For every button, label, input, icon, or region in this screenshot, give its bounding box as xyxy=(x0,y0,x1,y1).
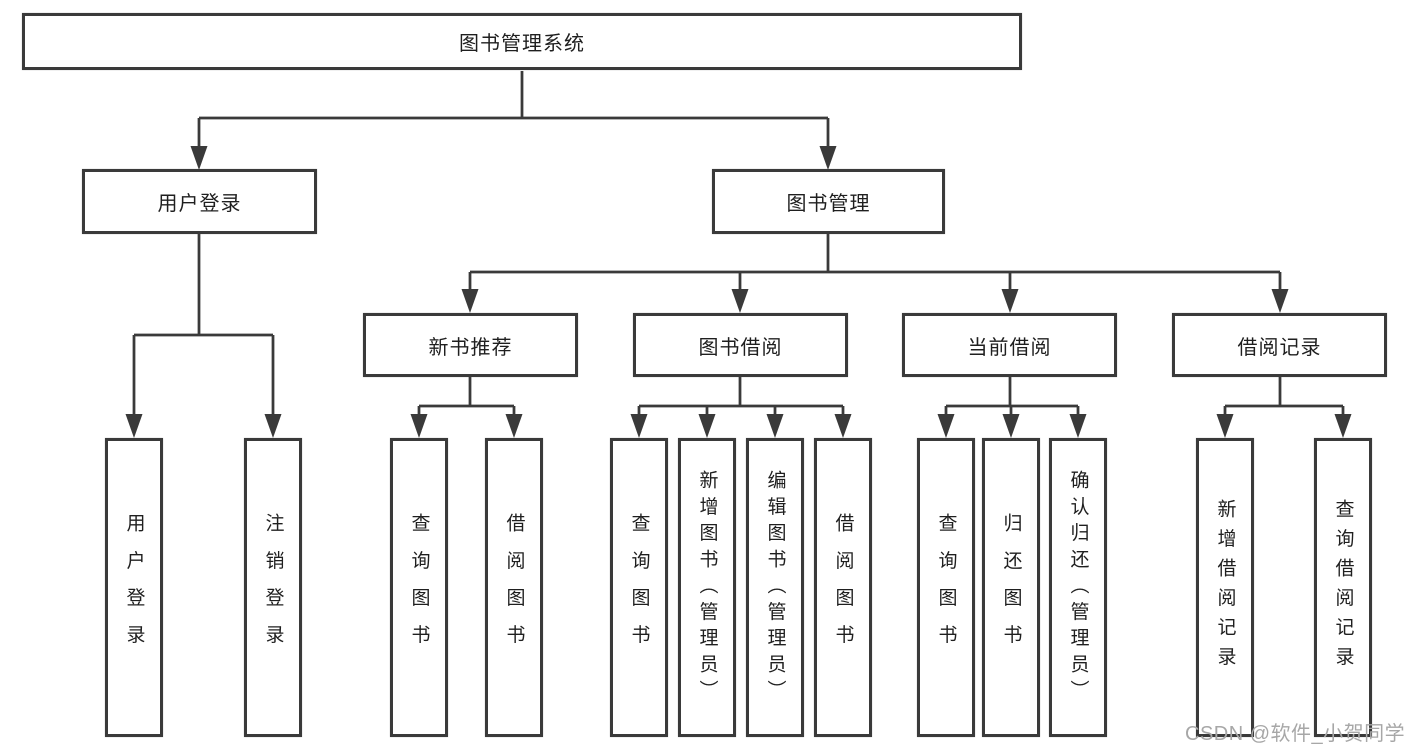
node-book-borrow: 图书借阅 xyxy=(633,313,848,377)
node-root: 图书管理系统 xyxy=(22,13,1022,70)
leaf-borrow-book: 借阅图书 xyxy=(814,438,872,737)
leaf-query-book-current: 查询图书 xyxy=(917,438,975,737)
leaf-query-book-recommend: 查询图书 xyxy=(390,438,448,737)
leaf-logout: 注销登录 xyxy=(244,438,302,737)
leaf-confirm-return-admin: 确认归还（管理员） xyxy=(1049,438,1107,737)
node-user-login: 用户登录 xyxy=(82,169,317,234)
node-new-book-recommend: 新书推荐 xyxy=(363,313,578,377)
leaf-user-login: 用户登录 xyxy=(105,438,163,737)
leaf-query-book-borrow: 查询图书 xyxy=(610,438,668,737)
leaf-query-borrow-record: 查询借阅记录 xyxy=(1314,438,1372,737)
leaf-add-book-admin: 新增图书（管理员） xyxy=(678,438,736,737)
leaf-add-borrow-record: 新增借阅记录 xyxy=(1196,438,1254,737)
leaf-return-book: 归还图书 xyxy=(982,438,1040,737)
node-current-borrow: 当前借阅 xyxy=(902,313,1117,377)
arrowheads xyxy=(125,146,1352,438)
leaf-borrow-book-recommend: 借阅图书 xyxy=(485,438,543,737)
leaf-edit-book-admin: 编辑图书（管理员） xyxy=(746,438,804,737)
node-book-management: 图书管理 xyxy=(712,169,945,234)
node-borrow-record: 借阅记录 xyxy=(1172,313,1387,377)
